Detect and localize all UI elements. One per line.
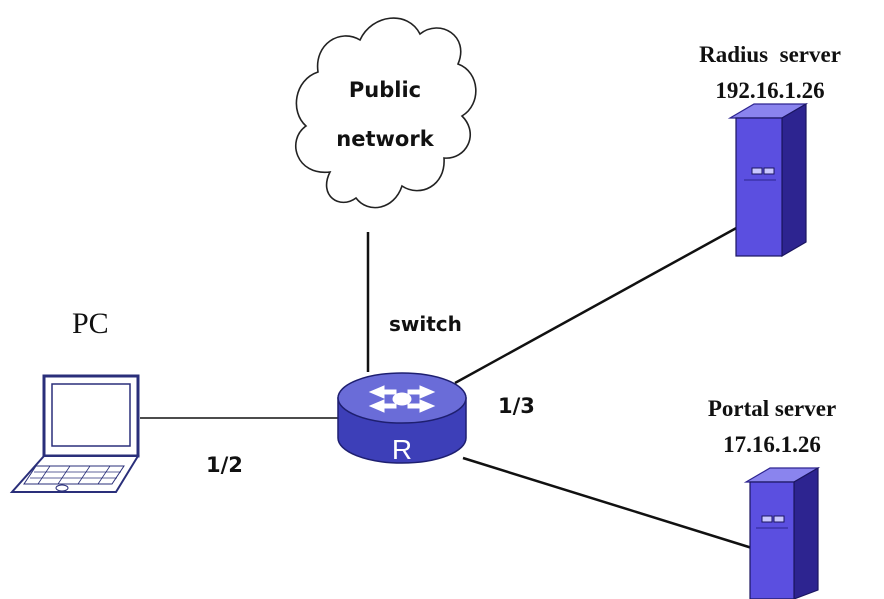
radius-server-title: Radius server: [699, 42, 841, 67]
cloud-icon: Public network: [295, 17, 477, 209]
portal-server-title: Portal server: [708, 396, 836, 421]
port-label-servers: 1/3: [498, 394, 535, 418]
link-router-radius: [454, 224, 741, 385]
laptop-icon: [9, 374, 140, 493]
router-letter: R: [392, 434, 412, 465]
links: [140, 224, 753, 550]
server-icon: [727, 102, 809, 258]
port-label-pc: 1/2: [206, 453, 243, 477]
cloud-label-line2: network: [336, 127, 434, 151]
cloud-label-line1: Public: [349, 78, 421, 102]
portal-server-ip: 17.16.1.26: [723, 432, 821, 457]
link-router-portal: [462, 456, 753, 550]
switch-label: switch: [389, 312, 462, 336]
server-icon: [743, 466, 821, 599]
radius-server-ip: 192.16.1.26: [715, 78, 824, 103]
router-icon: R: [337, 372, 467, 465]
pc-label: PC: [72, 307, 109, 340]
